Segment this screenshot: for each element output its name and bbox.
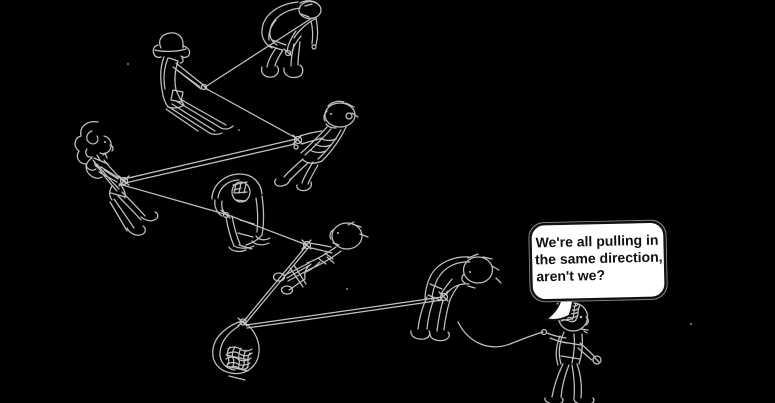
svg-text:aren't we?: aren't we?: [536, 267, 605, 285]
svg-text:the same direction,: the same direction,: [535, 249, 663, 268]
svg-text:We're all pulling in: We're all pulling in: [535, 232, 658, 251]
